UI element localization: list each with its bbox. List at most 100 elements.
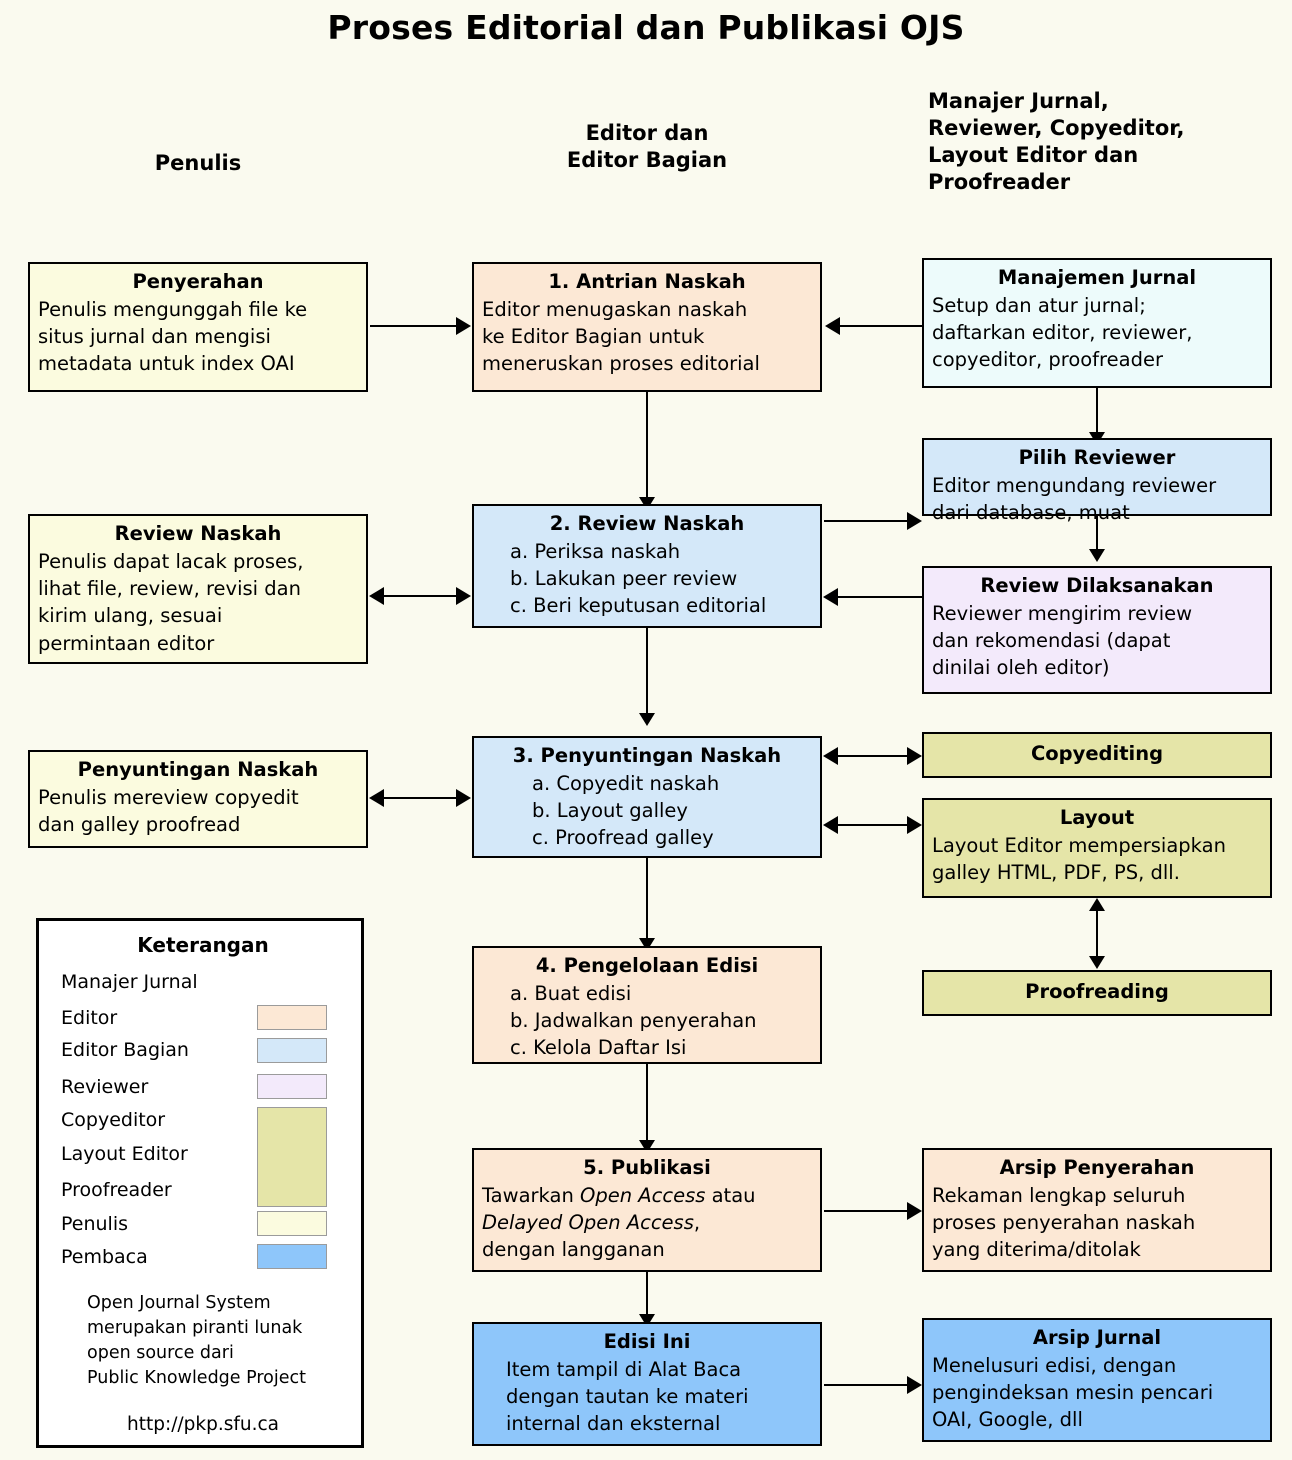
box-manajemen-jurnal-line1: Setup dan atur jurnal;: [932, 293, 1146, 317]
box-pengelolaan-edisi[interactable]: 4. Pengelolaan Edisi a. Buat edisi b. Ja…: [472, 946, 822, 1064]
box-arsip-jurnal-title: Arsip Jurnal: [1032, 1326, 1162, 1349]
box-publikasi-line3: dengan langganan: [482, 1238, 665, 1262]
arrowhead-penyuntingan-to-layout: [907, 816, 922, 834]
arrowhead-review-to-penulis: [369, 587, 384, 605]
box-manajemen-jurnal-line2: daftarkan editor, reviewer,: [932, 320, 1193, 344]
legend-swatch-reviewer: [257, 1074, 327, 1099]
legend-swatch-pembaca: [257, 1244, 327, 1269]
box-layout-line1: Layout Editor mempersiapkan: [932, 833, 1226, 857]
box-review-dilaksanakan-line3: dinilai oleh editor): [932, 656, 1110, 680]
legend-note-line3: open source dari: [87, 1342, 234, 1363]
box-manajemen-jurnal-line3: copyeditor, proofreader: [932, 348, 1163, 372]
arrowhead-review-penyuntingan: [639, 713, 655, 726]
box-arsip-jurnal-line2: pengindeksan mesin pencari: [932, 1380, 1214, 1404]
box-review-naskah-penulis-line3: kirim ulang, sesuai: [38, 604, 223, 628]
arrowhead-dilaksanakan-review: [823, 588, 838, 606]
connector-review-penyuntingan: [646, 628, 648, 716]
box-copyediting[interactable]: Copyediting: [922, 732, 1272, 778]
connector-penyerahan-antrian: [370, 325, 456, 327]
box-penyerahan[interactable]: Penyerahan Penulis mengunggah file ke si…: [28, 262, 368, 392]
legend-label-proofreader: Proofreader: [61, 1179, 172, 1201]
arrowhead-copyediting-to-penyuntingan: [823, 747, 838, 765]
box-proofreading[interactable]: Proofreading: [922, 970, 1272, 1016]
box-review-naskah-line1: a. Periksa naskah: [510, 539, 681, 563]
legend-note-line2: merupakan piranti lunak: [87, 1317, 303, 1338]
box-penyuntingan-naskah[interactable]: 3. Penyuntingan Naskah a. Copyedit naska…: [472, 736, 822, 858]
box-penyerahan-line3: metadata untuk index OAI: [38, 352, 295, 376]
box-review-naskah-penulis-line4: permintaan editor: [38, 631, 215, 655]
box-review-naskah-penulis-line2: lihat file, review, revisi dan: [38, 576, 301, 600]
box-arsip-penyerahan-title: Arsip Penyerahan: [999, 1156, 1195, 1179]
box-review-naskah-line2: b. Lakukan peer review: [510, 566, 738, 590]
legend-swatch-editor: [257, 1005, 327, 1030]
arrowhead-layout-to-penyuntingan: [823, 816, 838, 834]
box-proofreading-title: Proofreading: [1025, 980, 1169, 1004]
box-penyuntingan-penulis-line1: Penulis mereview copyedit: [38, 785, 299, 809]
arrowhead-penyerahan-antrian: [456, 317, 471, 335]
column-heading-penulis: Penulis: [154, 151, 242, 175]
box-review-naskah[interactable]: 2. Review Naskah a. Periksa naskah b. La…: [472, 504, 822, 628]
legend-label-editor-bagian: Editor Bagian: [61, 1039, 189, 1061]
box-edisi-ini-line1: Item tampil di Alat Baca: [506, 1357, 742, 1381]
box-antrian-naskah[interactable]: 1. Antrian Naskah Editor menugaskan nask…: [472, 262, 822, 392]
legend-note-line4: Public Knowledge Project: [87, 1367, 306, 1388]
box-publikasi-open-access: Open Access: [580, 1183, 706, 1207]
column-heading-editor: Editor dan Editor Bagian: [472, 120, 822, 174]
legend-label-penulis: Penulis: [61, 1213, 129, 1235]
connector-pengelolaan-publikasi: [646, 1064, 648, 1150]
arrowhead-penulis-to-review: [456, 587, 471, 605]
connector-review-pilihreviewer: [824, 520, 908, 522]
box-review-dilaksanakan-line2: dan rekomendasi (dapat: [932, 628, 1171, 652]
column-heading-others-line2: Reviewer, Copyeditor,: [928, 115, 1185, 140]
box-antrian-naskah-line1: Editor menugaskan naskah: [482, 297, 748, 321]
box-edisi-ini-title: Edisi Ini: [603, 1330, 691, 1353]
legend-label-layout-editor: Layout Editor: [61, 1143, 188, 1165]
column-heading-others-line1: Manajer Jurnal,: [928, 89, 1109, 113]
box-antrian-naskah-line2: ke Editor Bagian untuk: [482, 324, 705, 348]
legend-swatch-penulis: [257, 1211, 327, 1236]
box-antrian-naskah-title: 1. Antrian Naskah: [548, 270, 746, 293]
box-pengelolaan-edisi-line2: b. Jadwalkan penyerahan: [510, 1008, 757, 1032]
box-publikasi-title: 5. Publikasi: [583, 1156, 711, 1179]
box-manajemen-jurnal[interactable]: Manajemen Jurnal Setup dan atur jurnal; …: [922, 258, 1272, 388]
box-pengelolaan-edisi-line1: a. Buat edisi: [510, 981, 632, 1005]
box-arsip-penyerahan[interactable]: Arsip Penyerahan Rekaman lengkap seluruh…: [922, 1148, 1272, 1272]
box-publikasi-line1-a: Tawarkan: [482, 1183, 581, 1207]
connector-penyuntingan-pengelolaan: [646, 858, 648, 944]
box-pilih-reviewer[interactable]: Pilih Reviewer Editor mengundang reviewe…: [922, 438, 1272, 524]
column-heading-others-line3: Layout Editor dan: [928, 142, 1139, 167]
box-review-naskah-line3: c. Beri keputusan editorial: [510, 594, 767, 618]
connector-publikasi-arsippenyerahan: [824, 1210, 908, 1212]
box-arsip-penyerahan-line3: yang diterima/ditolak: [932, 1238, 1141, 1262]
legend-label-pembaca: Pembaca: [61, 1246, 148, 1268]
column-heading-others-line4: Proofreader: [928, 169, 1071, 194]
connector-publikasi-edisiini: [646, 1272, 648, 1324]
box-layout-title: Layout: [1059, 806, 1135, 829]
box-edisi-ini-line2: dengan tautan ke materi: [506, 1384, 749, 1408]
legend-title: Keterangan: [137, 933, 269, 957]
arrowhead-review-pilihreviewer: [907, 512, 922, 530]
arrowhead-edisiini-arsipjurnal: [907, 1376, 922, 1394]
column-heading-editor-line1: Editor dan: [585, 121, 709, 145]
legend-swatch-editor-bagian: [257, 1038, 327, 1063]
box-arsip-penyerahan-line1: Rekaman lengkap seluruh: [932, 1183, 1186, 1207]
box-penyerahan-line1: Penulis mengunggah file ke: [38, 297, 308, 321]
box-penyuntingan-naskah-line1: a. Copyedit naskah: [532, 771, 720, 795]
box-review-dilaksanakan[interactable]: Review Dilaksanakan Reviewer mengirim re…: [922, 566, 1272, 694]
box-publikasi-line1-b: atau: [705, 1183, 756, 1207]
box-penyuntingan-penulis[interactable]: Penyuntingan Naskah Penulis mereview cop…: [28, 750, 368, 848]
box-layout[interactable]: Layout Layout Editor mempersiapkan galle…: [922, 798, 1272, 898]
box-publikasi[interactable]: 5. Publikasi Tawarkan Open Access atau D…: [472, 1148, 822, 1272]
legend-url[interactable]: http://pkp.sfu.ca: [126, 1414, 280, 1435]
box-edisi-ini[interactable]: Edisi Ini Item tampil di Alat Baca denga…: [472, 1322, 822, 1446]
box-arsip-jurnal[interactable]: Arsip Jurnal Menelusuri edisi, dengan pe…: [922, 1318, 1272, 1442]
arrowhead-penyuntingan-to-penulis: [369, 789, 384, 807]
box-penyerahan-title: Penyerahan: [132, 270, 264, 293]
column-heading-editor-line2: Editor Bagian: [566, 147, 728, 172]
legend-note-line1: Open Journal System: [87, 1293, 271, 1313]
box-review-naskah-title: 2. Review Naskah: [549, 512, 745, 535]
box-review-naskah-penulis-title: Review Naskah: [114, 522, 282, 545]
box-review-naskah-penulis[interactable]: Review Naskah Penulis dapat lacak proses…: [28, 514, 368, 664]
connector-dilaksanakan-review: [838, 596, 922, 598]
box-arsip-penyerahan-line2: proses penyerahan naskah: [932, 1210, 1196, 1234]
